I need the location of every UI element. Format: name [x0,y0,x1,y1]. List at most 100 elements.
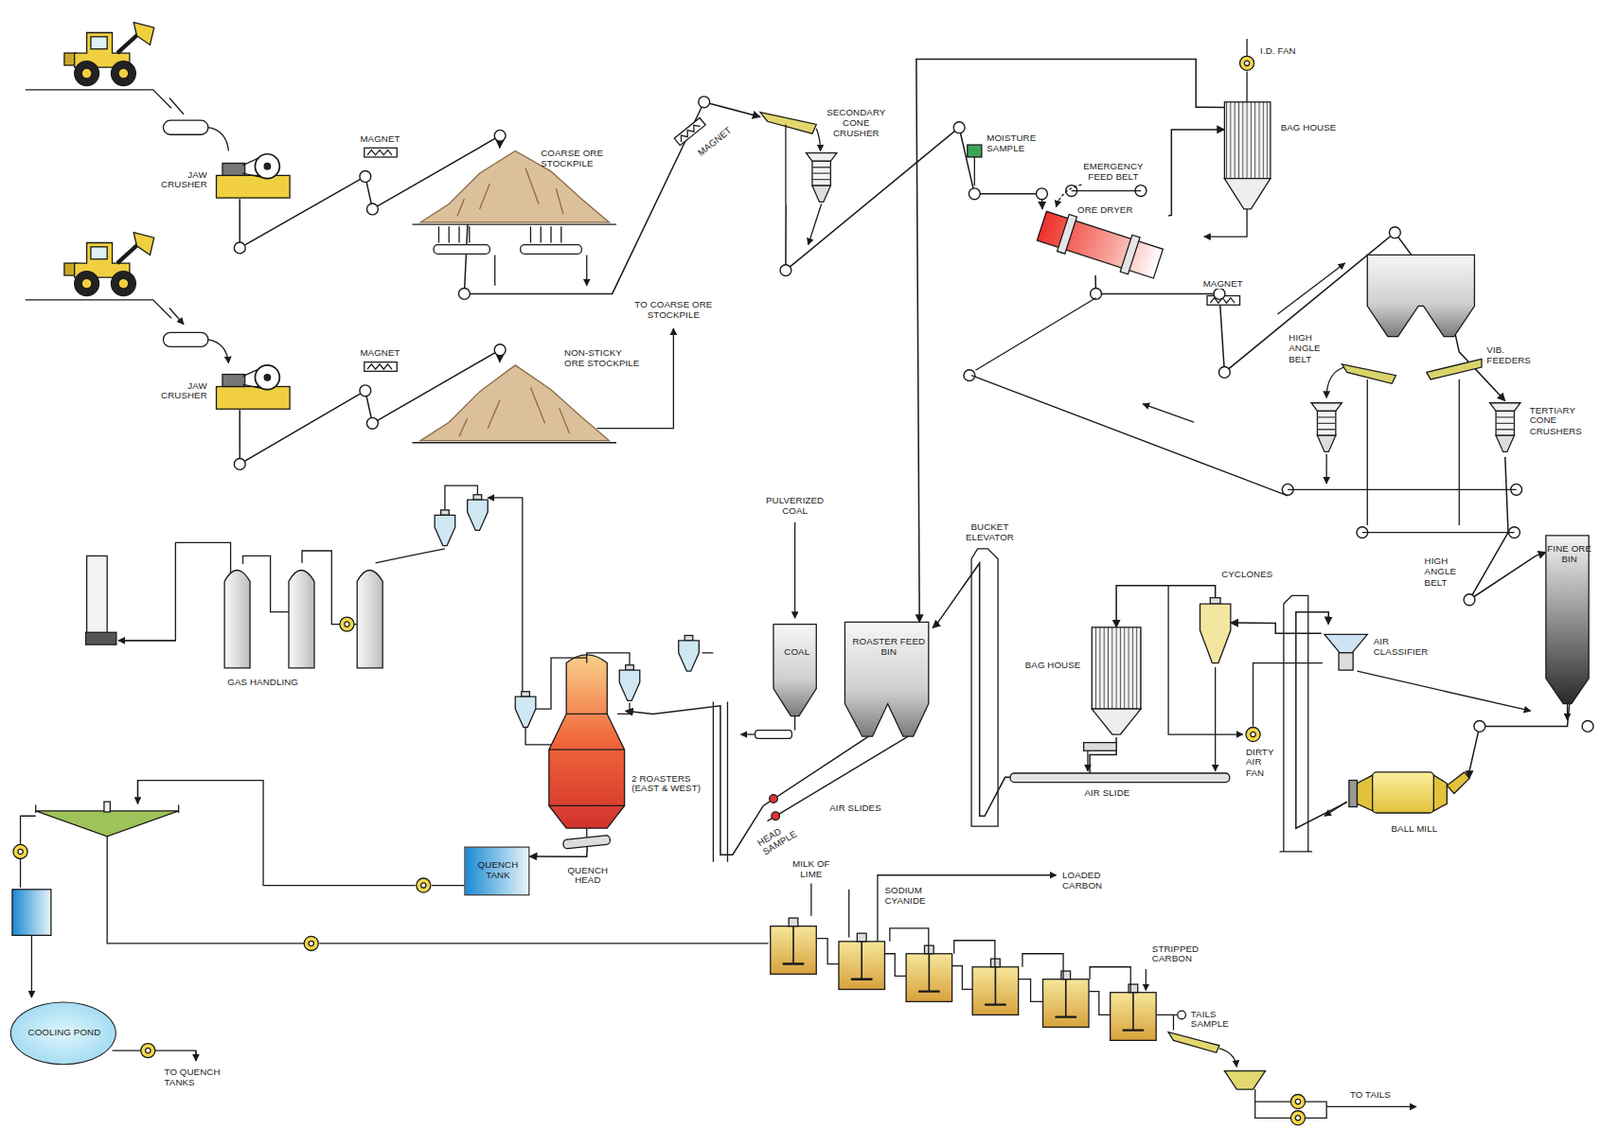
callout-label: QUENCH HEAD [563,865,613,887]
leach-tank [1043,971,1090,1028]
flow-line [625,706,870,855]
conveyor-belt [1142,404,1194,423]
roaster-symbol [549,655,625,829]
callout-label: PULVERIZED COAL [757,496,834,517]
bin-shape [773,624,817,717]
vibrating-feeder [1426,358,1482,380]
ball-mill-symbol [1324,772,1470,817]
cyclone-symbol [1209,598,1221,605]
bag-house-symbol [1224,102,1271,179]
ore-dryer: ORE DRYER [1035,209,1169,276]
fan-symbol [1240,55,1255,71]
gas-handling-tower [224,569,250,668]
feed-belt [162,120,208,135]
belt-pulley [1213,287,1226,300]
belt-pulley [780,265,792,277]
leach-tank [838,933,886,990]
belt-pulley [233,242,246,254]
emergency-feed-belt [1056,184,1141,208]
roaster-cyclone [434,510,456,547]
gas-handling-tower [339,617,355,632]
roaster-cyclone [375,485,714,746]
roaster: 2 ROASTERS (EAST & WEST) [549,653,626,848]
ball-mill-symbol [1324,801,1348,817]
callout-label: MAGNET [356,348,404,359]
quench-circuit [138,781,465,894]
fine-ore-bin-shape [1566,704,1568,721]
vibrating-feeder [1326,358,1482,526]
thickener [141,1044,156,1059]
callout-label: LOADED CARBON [1061,870,1118,891]
cone-crusher-symbol [805,153,836,203]
roaster-cyclone [467,495,489,532]
callout-label: HEAD SAMPLE [754,807,820,859]
moisture-sampler [967,144,982,186]
conveyor-belt [1277,263,1345,315]
ball-mill-symbol [1446,772,1470,795]
reclaim-feeder [433,245,490,255]
front-end-loader [64,22,155,297]
bag-house-symbol [1091,627,1141,710]
callout-label: SODIUM CYANIDE [883,886,940,907]
gas-handling-tower [356,569,383,668]
conveyor-belt [971,263,1517,534]
bag-house-symbol [1084,743,1117,752]
ore-stockpile [411,151,617,444]
emergency-feed-belt [1071,190,1141,192]
vibrating-screen [816,128,820,152]
equipment-label: JAW CRUSHER [148,380,209,402]
callout-label: HIGH ANGLE BELT [1287,332,1327,364]
leach-tank [770,875,1156,1042]
front-end-loader [64,232,155,297]
node-label: QUENCH TANK [464,860,531,882]
rotary-dryer [1036,211,1163,279]
tails-circuit [1177,1011,1187,1020]
bag-house-symbol [1224,178,1271,210]
tails-circuit [1290,1111,1305,1126]
callout-label: TAILS SAMPLE [1190,1009,1257,1031]
emergency-feed-belt [1056,184,1083,208]
bin-shape [794,522,796,619]
leach-tank [889,928,1131,994]
ore-stockpile [420,365,609,442]
conveyor-belt [971,375,1288,497]
belt-pulley [968,188,980,200]
tails-circuit [1219,1048,1237,1067]
feed-belt [162,120,229,364]
ground-line [25,89,172,319]
rotary-dryer [1120,234,1140,275]
surge-bin [1367,254,1475,337]
bin-shape [740,733,755,735]
thickener [104,801,110,813]
belt-pulley [1474,720,1486,732]
quench-circuit [416,878,431,893]
equipment-label: JAW CRUSHER [148,169,209,191]
reclaim-feeder [495,254,587,285]
node-label: COAL [773,646,821,658]
vibrating-feeder [1367,379,1459,526]
quench-tank: QUENCH TANK [463,847,530,897]
leach-tank [1110,984,1157,1041]
air-classifier-symbol [1324,634,1531,712]
thickener [13,844,28,859]
air-classifier: AIR CLASSIFIER [1321,624,1369,672]
belt-pulley [366,417,378,429]
belt-pulley [1218,366,1230,378]
belt-pulley [1388,227,1401,239]
callout-label: MAGNET [1200,278,1247,289]
ball-mill-symbol [1349,781,1358,808]
vibrating-feeder [1341,364,1396,384]
equipment-label: BALL MILL [1384,824,1446,836]
tails-circuit [1326,1106,1417,1108]
quench-circuit [137,781,139,805]
ball-mill-symbol [1372,772,1435,814]
jaw-crusher: JAW CRUSHER [213,364,294,411]
thickener [12,889,52,937]
gas-handling-tower [288,569,315,668]
return-line [597,328,675,429]
ore-stockpile [457,168,570,437]
callout-label: MILK OF LIME [785,859,837,881]
equipment-label: 2 ROASTERS (EAST & WEST) [630,773,711,795]
callout-label: HIGH ANGLE BELT [1423,555,1463,587]
equipment-label: COARSE ORE STOCKPILE [540,147,605,169]
